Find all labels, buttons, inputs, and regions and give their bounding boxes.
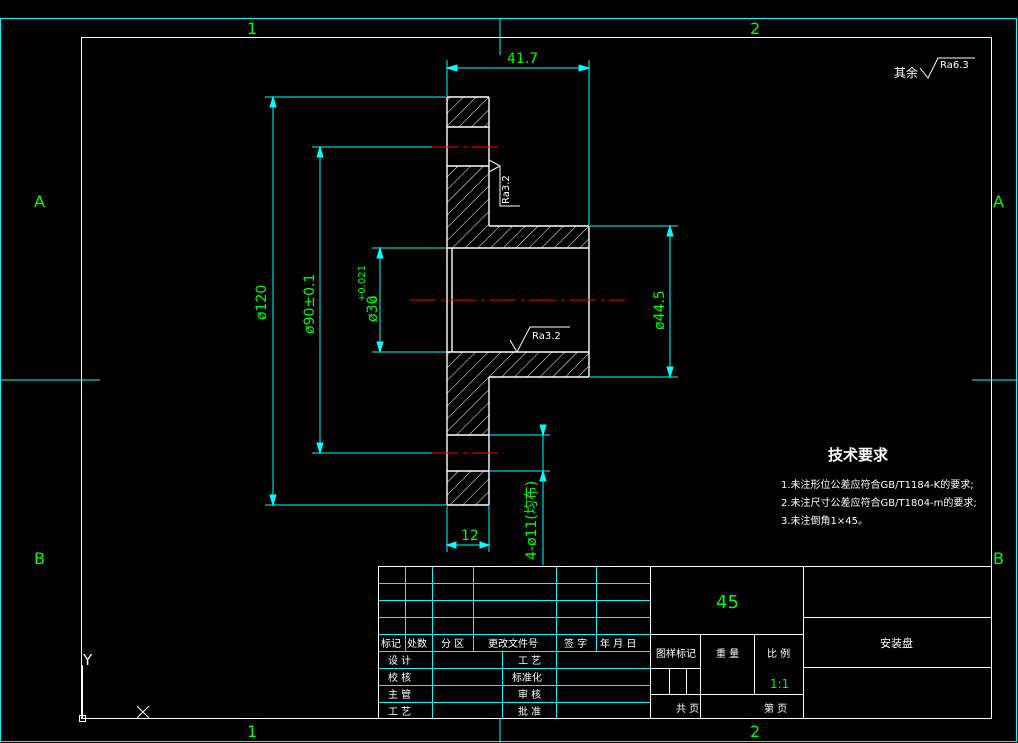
tb-row-label-3: 工 艺 <box>388 706 411 718</box>
roughness-symbols <box>488 57 975 354</box>
tb-mid-label-3: 批 准 <box>518 705 541 718</box>
roughness-bore-label: Ra3.2 <box>532 331 561 342</box>
tb-header-5: 年 月 日 <box>600 637 636 650</box>
dim-thickness: 12 <box>461 528 479 544</box>
zone-right-a: A <box>993 192 1004 211</box>
tb-mid-label-1: 标准化 <box>512 671 542 684</box>
tech-req-title: 技术要求 <box>828 446 889 464</box>
zone-bottom-1: 1 <box>247 722 257 741</box>
tb-right-header-0: 图样标记 <box>656 647 696 660</box>
ucs-icon <box>79 665 150 722</box>
dim-41-7: 41.7 <box>507 51 538 67</box>
tb-header-0: 标记 <box>381 638 401 650</box>
tb-mid-label-0: 工 艺 <box>518 655 541 667</box>
dim-dia-30-upper: +0.021 <box>357 265 368 302</box>
outer-border <box>0 18 1017 742</box>
tb-part-name: 安装盘 <box>880 636 913 650</box>
tb-sheet-total: 共 页 <box>676 703 699 715</box>
tb-sheet-no: 第 页 <box>764 702 787 715</box>
tb-scale-value: 1:1 <box>770 677 789 691</box>
dim-holes: 4-ø11(均布) <box>524 481 540 560</box>
zone-bottom-2: 2 <box>750 722 760 741</box>
zone-top-2: 2 <box>750 19 760 38</box>
tb-row-label-1: 校 核 <box>388 671 411 684</box>
dim-dia-30-lower: 0 <box>369 296 380 302</box>
zone-right-b: B <box>993 549 1004 568</box>
dim-dia-30: ø30 <box>365 296 381 322</box>
tech-req-item-2: 2.未注尺寸公差应符合GB/T1804-m的要求; <box>781 496 977 509</box>
tech-req-item-3: 3.未注倒角1×45。 <box>781 514 868 527</box>
tb-right-header-1: 重 量 <box>716 647 739 660</box>
roughness-general-prefix: 其余 <box>894 65 918 80</box>
part-section <box>410 96 625 506</box>
dimensions <box>265 60 678 565</box>
tb-row-label-0: 设 计 <box>388 654 411 667</box>
zone-left-a: A <box>34 192 45 211</box>
roughness-flange-label: Ra3.2 <box>501 175 512 204</box>
zone-ticks <box>0 18 1018 743</box>
tb-row-label-2: 主 管 <box>388 688 411 701</box>
ucs-y-label: Y <box>82 651 93 669</box>
tb-right-header-2: 比 例 <box>767 647 790 660</box>
tb-material: 45 <box>716 592 739 613</box>
tb-header-1: 处数 <box>407 637 427 650</box>
zone-top-1: 1 <box>247 19 257 38</box>
dim-dia-120: ø120 <box>254 285 270 320</box>
zone-left-b: B <box>34 549 45 568</box>
tb-header-4: 签 字 <box>564 637 587 650</box>
tb-header-3: 更改文件号 <box>488 637 538 650</box>
roughness-general-value: Ra6.3 <box>940 60 969 71</box>
tb-mid-label-2: 审 核 <box>518 688 541 701</box>
dim-dia-44: ø44.5 <box>652 290 668 330</box>
dim-dia-90: ø90±0.1 <box>302 274 318 334</box>
tech-req-item-1: 1.未注形位公差应符合GB/T1184-K的要求; <box>781 478 974 491</box>
tb-header-2: 分 区 <box>441 638 464 650</box>
inner-frame <box>81 37 992 719</box>
title-block: 标记 处数 分 区 更改文件号 签 字 年 月 日 设 计 校 核 主 管 工 … <box>378 566 992 719</box>
